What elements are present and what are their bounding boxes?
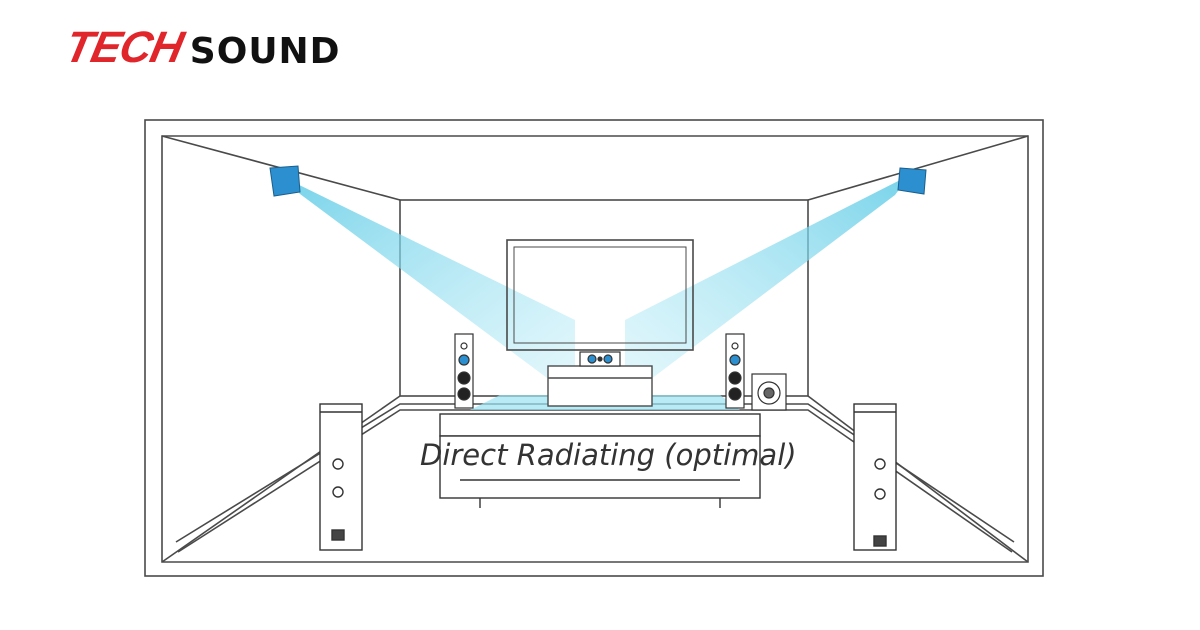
ceiling-edge-right [807, 135, 1029, 201]
front-left-speaker [454, 333, 474, 409]
right-ceiling-beam [610, 175, 910, 410]
logo-sound-text: SOUND [189, 31, 341, 72]
left-ceiling-beam [285, 178, 590, 410]
front-right-speaker [725, 333, 745, 409]
diagram-caption: Direct Radiating (optimal) [420, 438, 797, 472]
right-ceiling-speaker [897, 167, 927, 195]
tv-console [547, 365, 653, 407]
floor-edge-left [161, 395, 401, 563]
couch [439, 413, 761, 508]
subwoofer [751, 373, 787, 411]
rear-right-speaker [853, 403, 897, 551]
tv [506, 239, 694, 351]
floor-edge-right [807, 395, 1029, 563]
center-speaker [579, 351, 621, 367]
left-ceiling-speaker [269, 165, 301, 197]
brand-logo: TECH SOUND [61, 14, 341, 72]
rear-left-speaker [319, 403, 363, 551]
outer-frame [144, 119, 1044, 577]
